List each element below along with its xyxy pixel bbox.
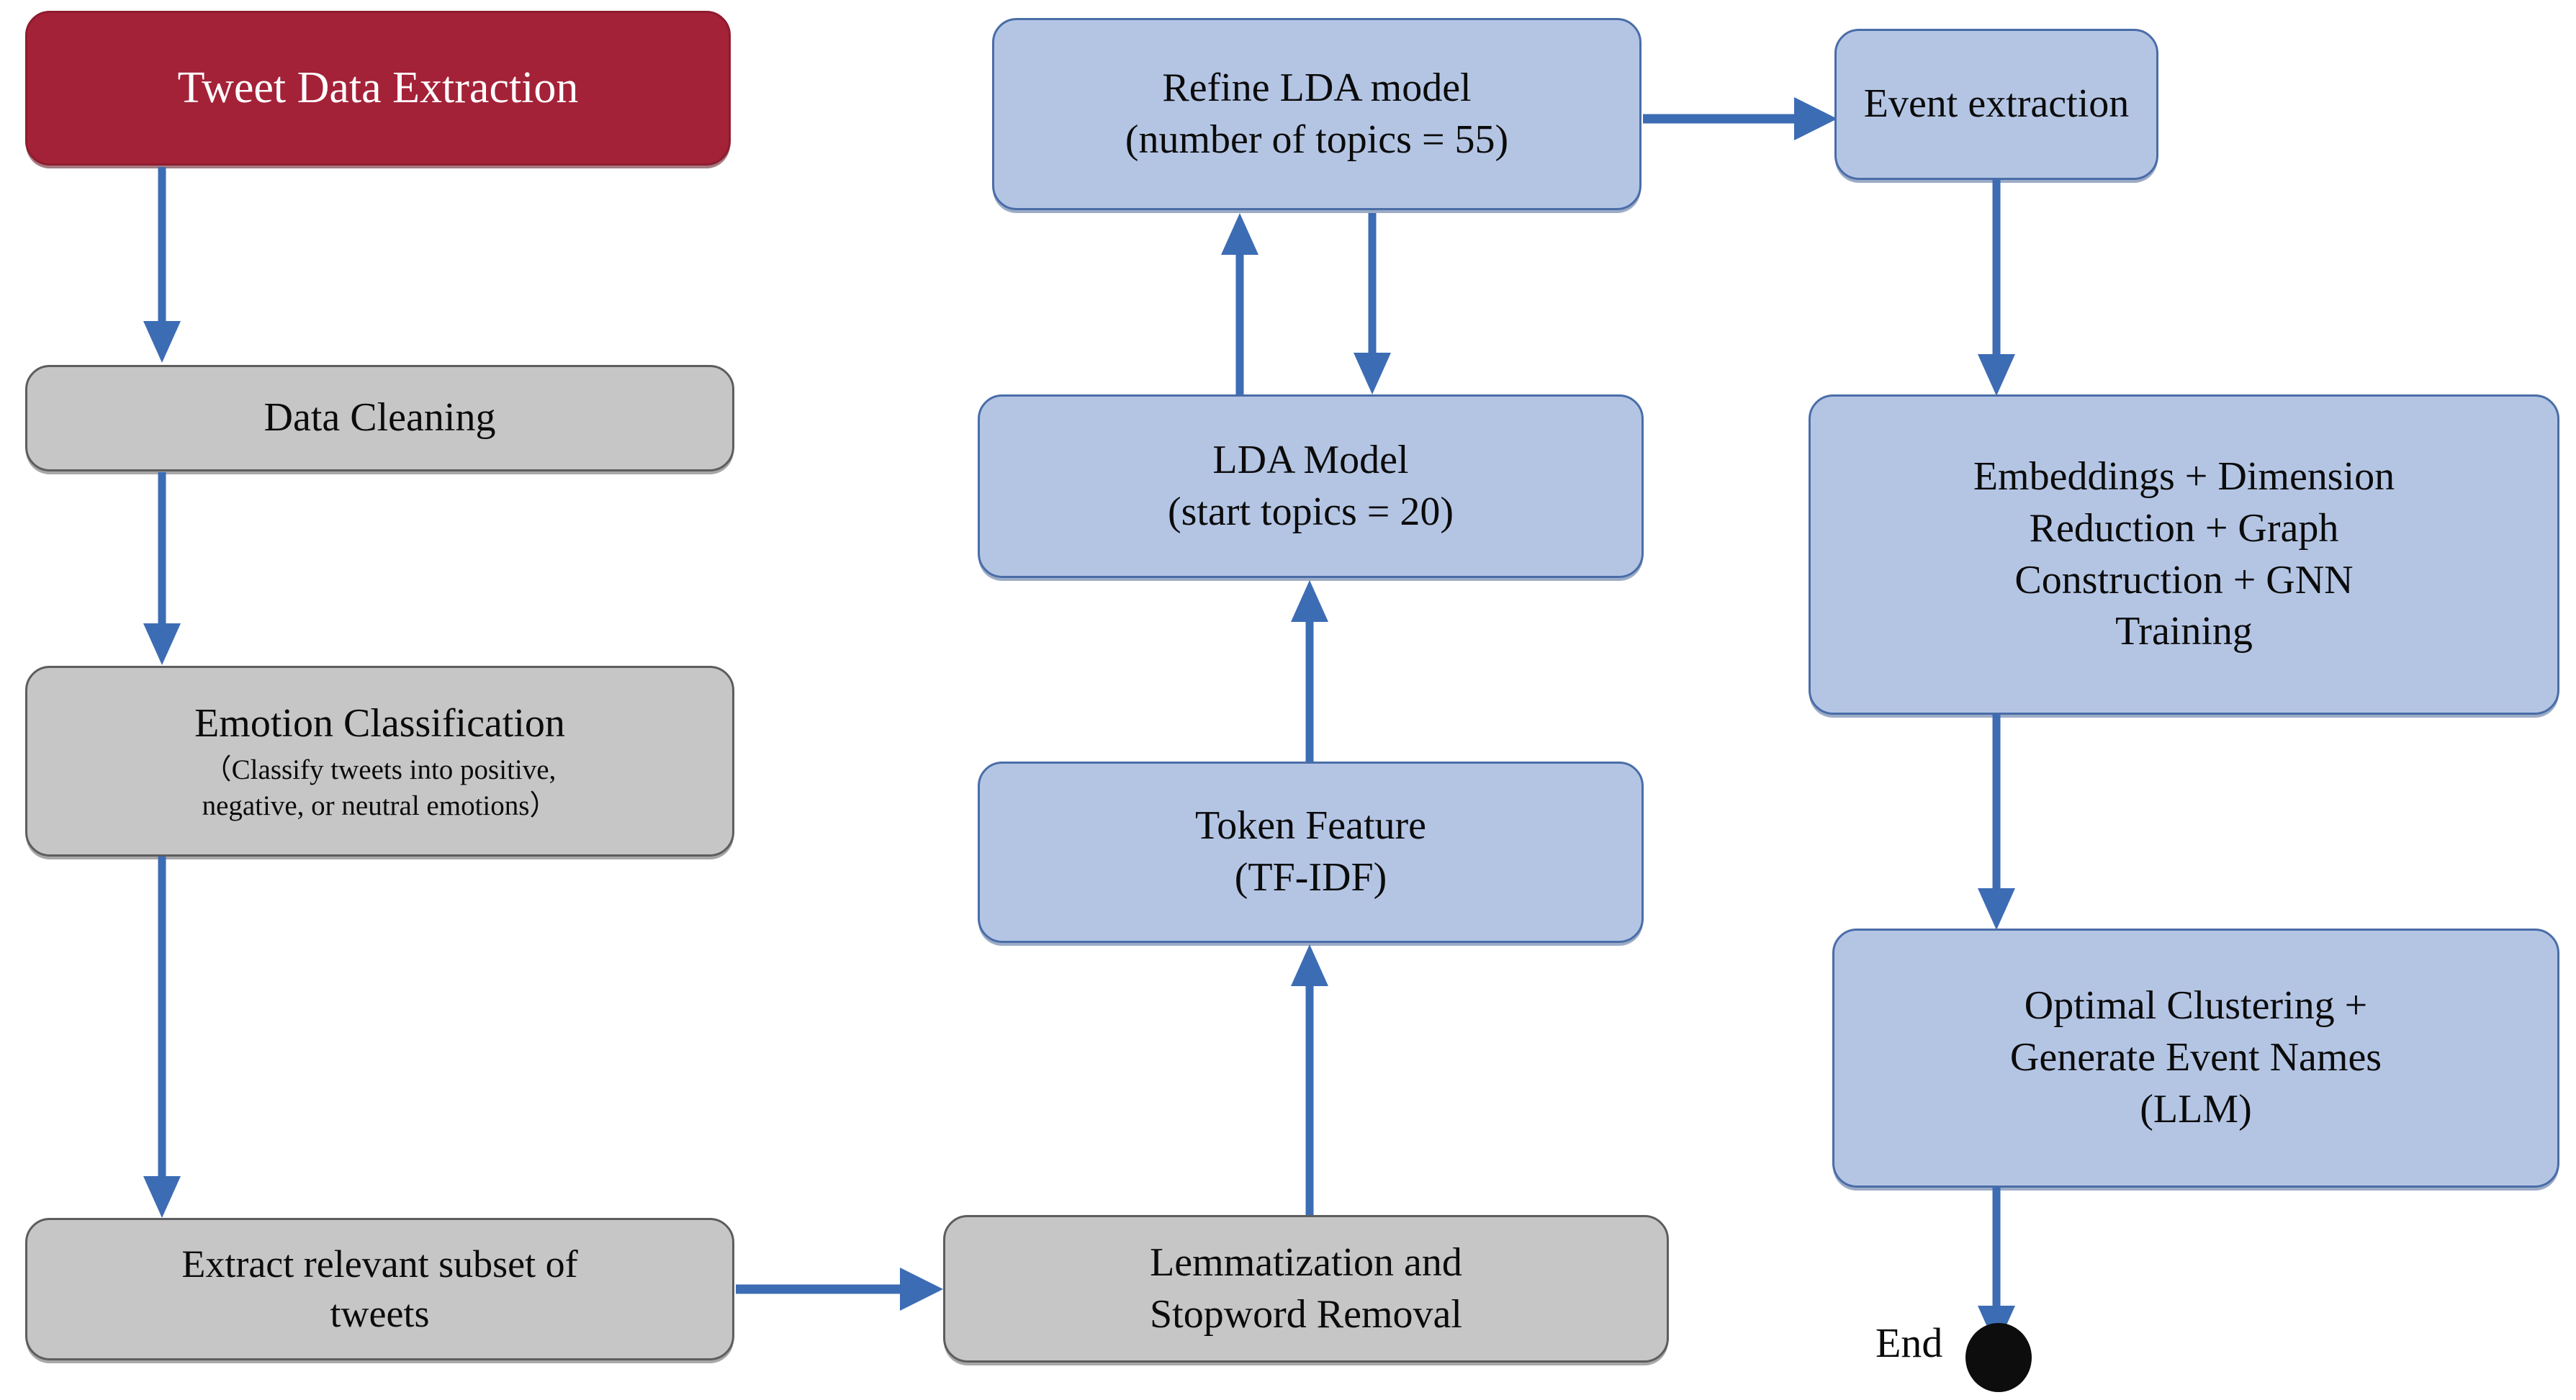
arrow-embeddings-to-clustering <box>1957 714 2036 930</box>
end-label: End <box>1875 1319 1943 1366</box>
node-embeddings-gnn-label: Embeddings + Dimension Reduction + Graph… <box>1973 454 2395 654</box>
arrow-shaft <box>1643 114 1797 124</box>
arrow-extract-to-lemmatization <box>736 1268 943 1311</box>
arrow-shaft <box>736 1284 903 1294</box>
arrow-shaft <box>1235 253 1244 394</box>
arrow-shaft <box>158 472 166 623</box>
node-emotion-classification-title: Emotion Classification <box>194 700 565 746</box>
node-event-extraction[interactable]: Event extraction <box>1834 29 2158 180</box>
node-event-extraction-label: Event extraction <box>1863 81 2130 127</box>
arrow-shaft <box>1992 714 2001 888</box>
arrow-refine-to-event-extraction <box>1643 97 1837 140</box>
arrow-head <box>143 321 181 363</box>
node-extract-relevant-subset[interactable]: Extract relevant subset of tweets <box>25 1218 734 1360</box>
arrow-shaft <box>158 857 166 1176</box>
node-data-cleaning-label: Data Cleaning <box>264 395 496 441</box>
arrow-shaft <box>158 167 166 321</box>
node-data-cleaning[interactable]: Data Cleaning <box>25 365 734 471</box>
arrow-head <box>1291 944 1328 986</box>
node-lda-model-label: LDA Model (start topics = 20) <box>1167 437 1454 534</box>
arrow-head <box>1978 354 2015 396</box>
arrow-refine-to-lda <box>1333 213 1411 394</box>
arrow-extraction-to-cleaning <box>122 167 202 363</box>
arrow-emotion-to-extract <box>122 857 202 1218</box>
arrow-cleaning-to-emotion <box>122 472 202 665</box>
arrow-lemmatization-to-token <box>1271 944 1348 1215</box>
node-lemmatization-stopword[interactable]: Lemmatization and Stopword Removal <box>943 1215 1669 1363</box>
arrow-shaft <box>1305 620 1314 762</box>
arrow-shaft <box>1992 180 2001 354</box>
arrow-event-to-embeddings <box>1957 180 2036 396</box>
arrow-head <box>1221 213 1258 255</box>
node-token-feature[interactable]: Token Feature (TF-IDF) <box>978 762 1644 943</box>
node-optimal-clustering-label: Optimal Clustering + Generate Event Name… <box>2009 983 2382 1132</box>
node-token-feature-label: Token Feature (TF-IDF) <box>1194 803 1427 900</box>
arrow-token-to-lda <box>1271 580 1348 762</box>
end-node-circle[interactable] <box>1965 1323 2032 1392</box>
node-tweet-data-extraction[interactable]: Tweet Data Extraction <box>25 11 731 166</box>
node-tweet-data-extraction-label: Tweet Data Extraction <box>177 63 579 112</box>
arrow-head <box>143 623 181 665</box>
node-lda-model[interactable]: LDA Model (start topics = 20) <box>978 394 1644 578</box>
arrow-shaft <box>1305 985 1314 1215</box>
arrow-head <box>1291 580 1328 622</box>
node-lemmatization-stopword-label: Lemmatization and Stopword Removal <box>1150 1239 1462 1337</box>
node-optimal-clustering[interactable]: Optimal Clustering + Generate Event Name… <box>1832 929 2559 1188</box>
node-emotion-classification-detail: （Classify tweets into positive, negative… <box>202 754 558 822</box>
node-refine-lda-model[interactable]: Refine LDA model (number of topics = 55) <box>992 18 1641 210</box>
arrow-lda-to-refine <box>1201 213 1279 394</box>
node-emotion-classification[interactable]: Emotion Classification （Classify tweets … <box>25 666 734 857</box>
node-extract-relevant-subset-label: Extract relevant subset of tweets <box>181 1242 578 1335</box>
arrow-head <box>1354 353 1391 394</box>
arrow-head <box>1794 97 1837 140</box>
arrow-shaft <box>1992 1188 2001 1306</box>
arrow-head <box>143 1176 181 1218</box>
arrow-shaft <box>1368 213 1377 354</box>
arrow-head <box>900 1268 943 1311</box>
arrow-head <box>1978 888 2015 930</box>
node-refine-lda-model-label: Refine LDA model (number of topics = 55) <box>1125 65 1509 162</box>
node-embeddings-gnn[interactable]: Embeddings + Dimension Reduction + Graph… <box>1809 394 2559 715</box>
